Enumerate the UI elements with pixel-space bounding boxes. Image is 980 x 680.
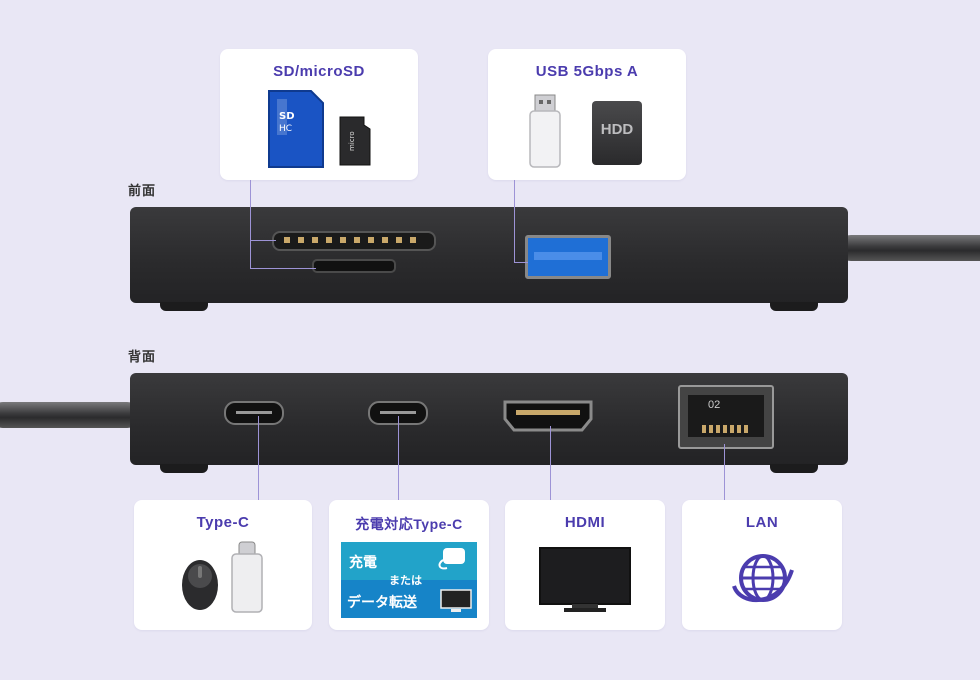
pd-type-c-title: 充電対応Type-C: [355, 516, 463, 532]
leader-sd-h: [250, 240, 276, 241]
back-foot-right: [770, 464, 818, 473]
usb-a-port: [525, 235, 611, 279]
charge-label: 充電: [349, 554, 377, 570]
svg-text:HC: HC: [279, 124, 292, 134]
monitor-icon: [440, 589, 472, 612]
mouse-icon: [182, 560, 218, 610]
back-foot-left: [160, 464, 208, 473]
type-c-title: Type-C: [196, 514, 250, 531]
sd-card-slot: [272, 231, 436, 251]
sd-card-icon: SD HC: [268, 90, 324, 168]
leader-typec: [258, 416, 259, 500]
leader-microsd-h: [250, 268, 316, 269]
sd-card-title: SD/microSD: [273, 63, 365, 80]
back-cable: [0, 402, 140, 428]
lan-title: LAN: [745, 514, 779, 531]
type-c-flash-drive-icon: [231, 541, 263, 613]
leader-usb-h: [514, 262, 528, 263]
lan-panel: LAN: [682, 500, 842, 630]
usb-flash-drive-icon: [529, 94, 561, 168]
lan-port: 02: [678, 385, 774, 449]
hub-back-view: 02: [130, 373, 848, 465]
data-transfer-label: データ転送: [347, 594, 417, 610]
leader-hdmi: [550, 426, 551, 500]
svg-text:SD: SD: [279, 111, 295, 122]
charge-or-data-graphic: 充電 または データ転送: [341, 542, 477, 618]
microsd-card-icon: micro: [339, 116, 371, 166]
leader-lan: [724, 444, 725, 500]
front-foot-right: [770, 302, 818, 311]
leader-sd: [250, 180, 251, 268]
hdmi-port: [503, 400, 593, 432]
leader-pd-typec: [398, 416, 399, 500]
hdd-icon: HDD: [592, 101, 642, 165]
type-c-port: [224, 401, 284, 425]
usb-a-panel: USB 5Gbps A HDD: [488, 49, 686, 180]
or-label: または: [389, 575, 422, 587]
lan-port-number: 02: [708, 399, 721, 411]
front-cable: [838, 235, 980, 261]
sd-card-panel: SD/microSD SD HC micro: [220, 49, 418, 180]
type-c-panel: Type-C: [134, 500, 312, 630]
back-label: 背面: [128, 349, 157, 364]
hdmi-panel: HDMI: [505, 500, 665, 630]
hdd-label: HDD: [600, 121, 634, 138]
charger-icon: [438, 548, 465, 570]
hdmi-title: HDMI: [564, 514, 606, 531]
usb-a-title: USB 5Gbps A: [535, 63, 639, 80]
tv-icon: [539, 547, 631, 612]
svg-text:micro: micro: [348, 131, 356, 151]
microsd-slot: [312, 259, 396, 273]
pd-type-c-panel: 充電対応Type-C 充電 または データ転送: [329, 500, 489, 630]
front-label: 前面: [128, 183, 157, 198]
hub-front-view: [130, 207, 848, 303]
globe-network-icon: [732, 554, 794, 603]
front-foot-left: [160, 302, 208, 311]
leader-usb: [514, 180, 515, 262]
